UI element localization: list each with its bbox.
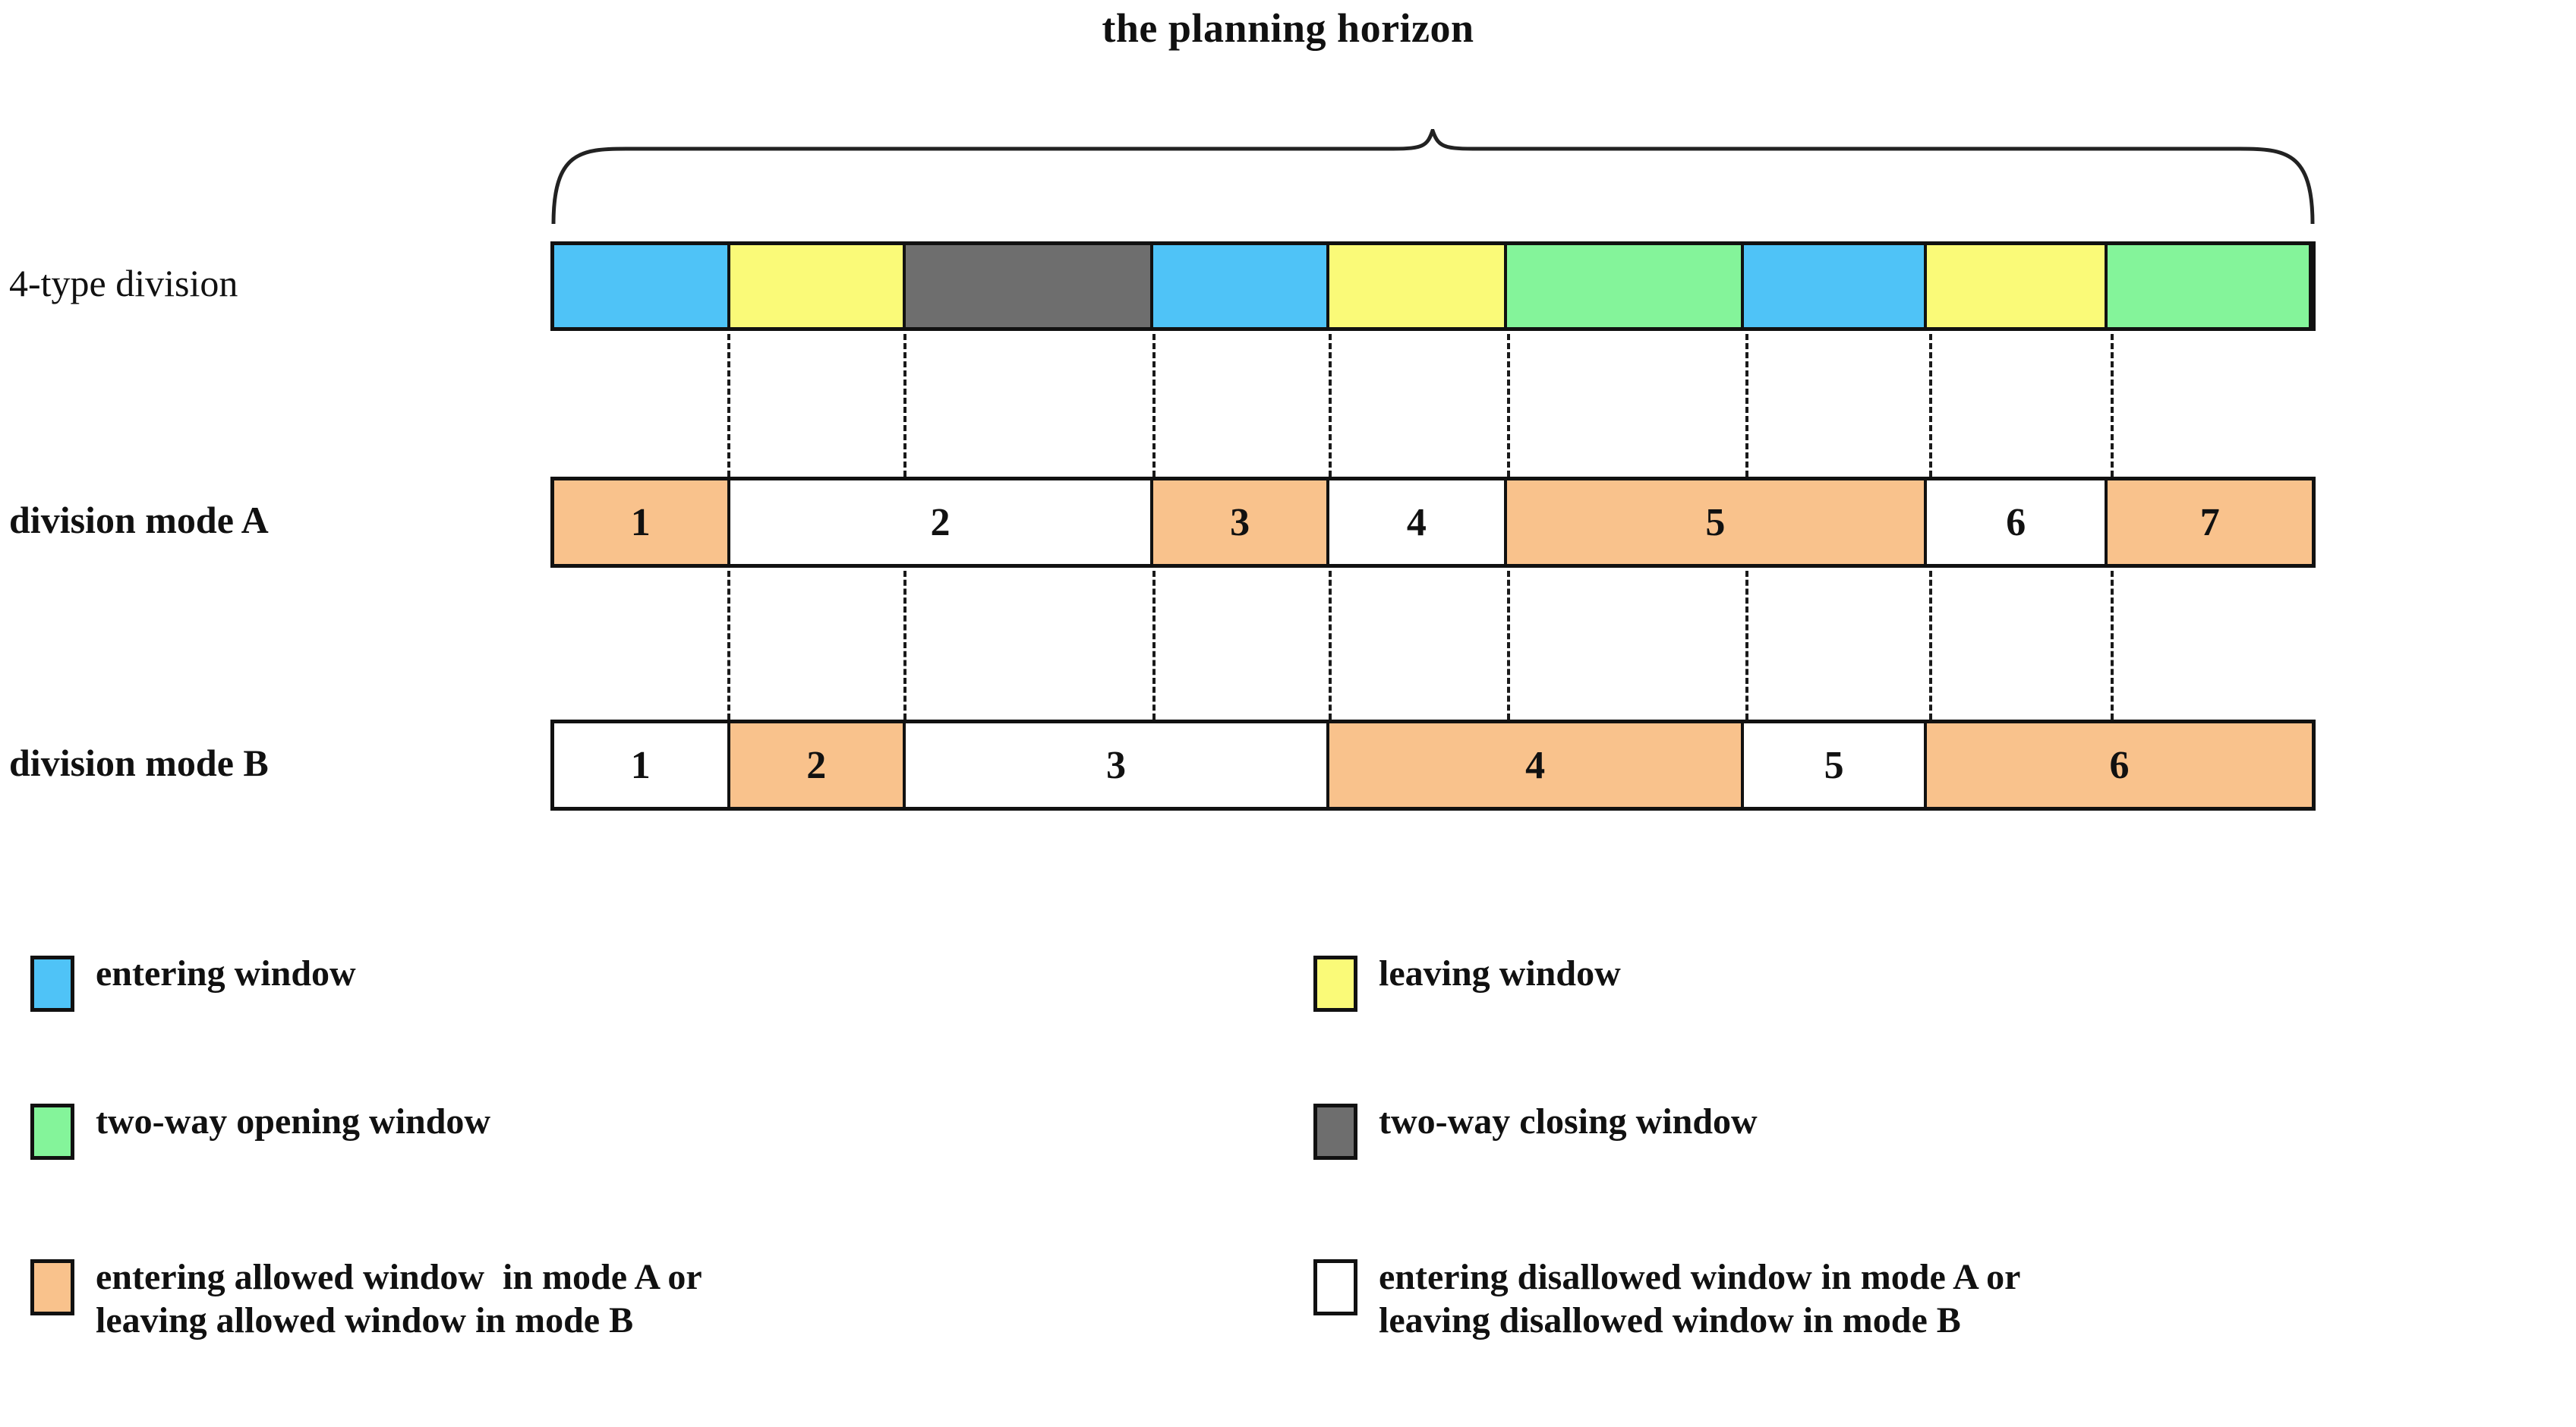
segment-3: 3 <box>906 723 1329 807</box>
segment-label: 2 <box>806 743 827 787</box>
segment-two_way_closing <box>906 245 1154 327</box>
segment-leaving <box>1926 245 2108 327</box>
segment-entering <box>1153 245 1329 327</box>
segment-4: 4 <box>1329 723 1745 807</box>
segment-entering <box>1744 245 1927 327</box>
dashed-connector-upper <box>1745 334 1749 477</box>
segment-1: 1 <box>554 723 730 807</box>
segment-leaving <box>730 245 906 327</box>
row-label-mode-a: division mode A <box>9 499 269 541</box>
row-label-mode-b: division mode B <box>9 742 269 784</box>
segment-label: 1 <box>630 500 651 544</box>
segment-6: 6 <box>1926 723 2312 807</box>
legend-item-two-way-closing: two-way closing window <box>1313 1101 1758 1160</box>
dashed-connector-lower <box>2111 571 2114 720</box>
segment-2: 2 <box>730 480 1154 564</box>
segment-2: 2 <box>730 723 906 807</box>
legend-swatch-two-way-opening <box>30 1104 74 1160</box>
segment-label: 4 <box>1525 743 1546 787</box>
bar-division-mode-a: 1 2 3 4 5 6 7 <box>550 477 2316 568</box>
row-label-type-division: 4-type division <box>9 262 238 304</box>
segment-5: 5 <box>1506 480 1927 564</box>
dashed-connector-upper <box>727 334 730 477</box>
planning-horizon-brace <box>550 129 2316 224</box>
segment-label: 1 <box>630 743 651 787</box>
legend-swatch-allowed <box>30 1259 74 1315</box>
segment-label: 3 <box>1230 500 1250 544</box>
segment-label: 6 <box>2109 743 2130 787</box>
bar-division-mode-b: 1 2 3 4 5 6 <box>550 720 2316 811</box>
segment-3: 3 <box>1153 480 1329 564</box>
dashed-connector-lower <box>1507 571 1511 720</box>
dashed-connector-lower <box>903 571 906 720</box>
segment-label: 7 <box>2199 500 2220 544</box>
legend-swatch-disallowed <box>1313 1259 1357 1315</box>
dashed-connector-lower <box>1745 571 1749 720</box>
legend-label: leaving window <box>1379 953 1621 994</box>
legend-item-two-way-opening: two-way opening window <box>30 1101 490 1160</box>
segment-7: 7 <box>2108 480 2312 564</box>
bar-4-type-division <box>550 241 2316 331</box>
legend-item-entering: entering window <box>30 953 356 1012</box>
segment-leaving <box>1329 245 1507 327</box>
dashed-connector-lower <box>1329 571 1332 720</box>
dashed-connector-upper <box>1152 334 1156 477</box>
legend-swatch-two-way-closing <box>1313 1104 1357 1160</box>
dashed-connector-upper <box>903 334 906 477</box>
dashed-connector-upper <box>1329 334 1332 477</box>
segment-1: 1 <box>554 480 730 564</box>
segment-two_way_opening <box>1506 245 1745 327</box>
dashed-connector-lower <box>1928 571 1932 720</box>
legend-label: entering window <box>96 953 356 994</box>
segment-label: 5 <box>1824 743 1844 787</box>
dashed-connector-upper <box>2111 334 2114 477</box>
legend-swatch-entering <box>30 956 74 1012</box>
segment-label: 2 <box>930 500 951 544</box>
segment-label: 5 <box>1705 500 1726 544</box>
segment-two_way_opening <box>2108 245 2312 327</box>
legend-label: entering allowed window in mode A or lea… <box>96 1257 702 1340</box>
dashed-connector-lower <box>727 571 730 720</box>
segment-4: 4 <box>1329 480 1507 564</box>
legend-item-disallowed: entering disallowed window in mode A or … <box>1313 1256 2020 1342</box>
segment-5: 5 <box>1744 723 1927 807</box>
segment-6: 6 <box>1927 480 2108 564</box>
dashed-connector-upper <box>1507 334 1511 477</box>
legend-item-allowed: entering allowed window in mode A or lea… <box>30 1256 702 1342</box>
segment-entering <box>554 245 730 327</box>
legend-swatch-leaving <box>1313 956 1357 1012</box>
dashed-connector-upper <box>1928 334 1932 477</box>
legend-item-leaving: leaving window <box>1313 953 1621 1012</box>
segment-label: 4 <box>1406 500 1427 544</box>
segment-label: 6 <box>2006 500 2026 544</box>
legend-label: two-way opening window <box>96 1101 491 1142</box>
legend-label: two-way closing window <box>1379 1101 1758 1142</box>
segment-label: 3 <box>1105 743 1126 787</box>
dashed-connector-lower <box>1152 571 1156 720</box>
legend-label: entering disallowed window in mode A or … <box>1379 1257 2021 1340</box>
